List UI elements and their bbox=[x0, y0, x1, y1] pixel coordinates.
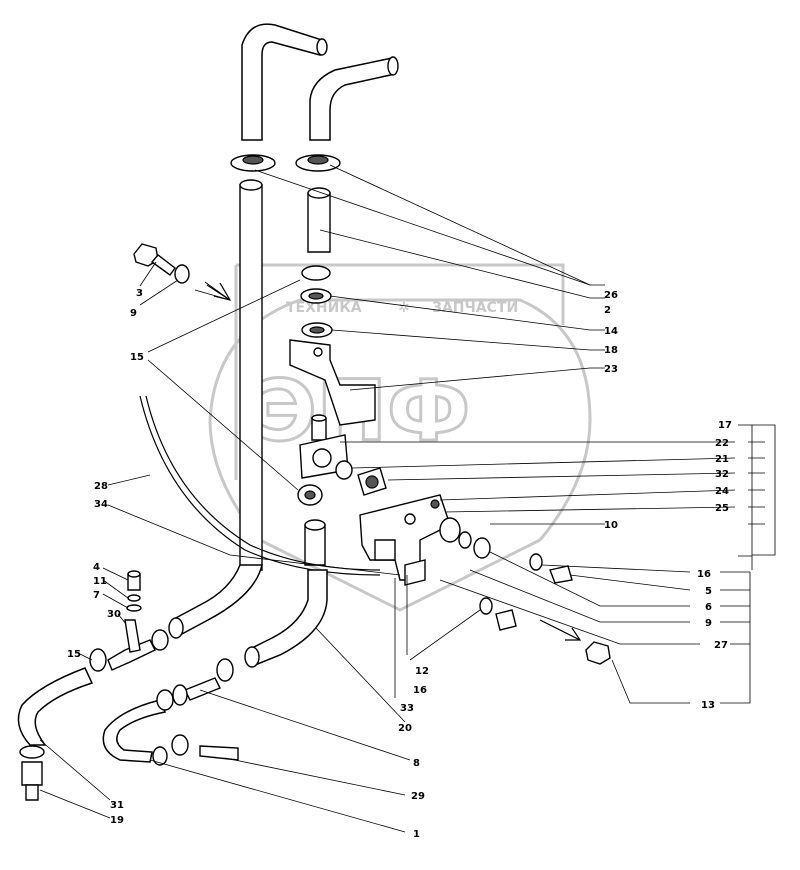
callout-13: 13 bbox=[701, 700, 715, 711]
callout-16-right: 16 bbox=[697, 569, 711, 580]
callout-2: 2 bbox=[604, 305, 611, 316]
sensor-19 bbox=[19, 745, 45, 801]
bolt-5 bbox=[549, 565, 573, 584]
callout-4: 4 bbox=[93, 562, 100, 573]
bolt-13 bbox=[585, 641, 611, 665]
callout-25: 25 bbox=[715, 503, 729, 514]
callout-11: 11 bbox=[93, 576, 107, 587]
callout-27: 27 bbox=[714, 640, 728, 651]
callout-5: 5 bbox=[705, 586, 712, 597]
callout-14: 14 bbox=[604, 326, 618, 337]
bolt-12 bbox=[495, 609, 517, 631]
callouts: 26 2 14 18 23 3 9 15 17 22 21 32 24 25 1… bbox=[67, 288, 732, 840]
hose-20 bbox=[244, 569, 328, 668]
clip-15-lower bbox=[89, 648, 107, 672]
callout-6: 6 bbox=[705, 602, 712, 613]
valve-body bbox=[299, 414, 353, 480]
grommet-left bbox=[230, 154, 276, 172]
washer-16-right bbox=[529, 553, 543, 571]
callout-10: 10 bbox=[604, 520, 618, 531]
callout-26: 26 bbox=[604, 290, 618, 301]
watermark-top-left: ТЕХНИКА bbox=[286, 300, 362, 316]
hose-left-lower bbox=[168, 564, 263, 639]
callout-9-left: 9 bbox=[130, 308, 137, 319]
callout-1: 1 bbox=[413, 829, 420, 840]
mounting-plate bbox=[359, 494, 451, 586]
callout-34: 34 bbox=[94, 499, 108, 510]
tee-30 bbox=[107, 619, 169, 671]
callout-16-lower: 16 bbox=[413, 685, 427, 696]
callout-3: 3 bbox=[136, 288, 143, 299]
hose-top-left bbox=[241, 23, 328, 141]
pipe-29 bbox=[171, 734, 239, 761]
washers-11-7 bbox=[126, 594, 142, 612]
callout-8: 8 bbox=[413, 758, 420, 769]
callout-29: 29 bbox=[411, 791, 425, 802]
callout-20: 20 bbox=[398, 723, 412, 734]
fitting-8 bbox=[156, 658, 234, 711]
callout-18: 18 bbox=[604, 345, 618, 356]
hose-31 bbox=[17, 667, 94, 746]
fitting-32 bbox=[357, 467, 387, 496]
leader-lines bbox=[39, 164, 776, 833]
hose-top-right bbox=[309, 56, 399, 141]
callout-17: 17 bbox=[718, 420, 732, 431]
callout-24: 24 bbox=[715, 486, 729, 497]
bolt-3 bbox=[133, 243, 190, 284]
watermark-gear: ✲ bbox=[398, 300, 410, 316]
callout-31: 31 bbox=[110, 800, 124, 811]
clip-15-upper bbox=[297, 484, 323, 506]
callout-22: 22 bbox=[715, 438, 729, 449]
nut-upper bbox=[300, 265, 332, 304]
washer-16-lower bbox=[479, 597, 493, 615]
pipe-stub bbox=[304, 519, 326, 566]
callout-9-right: 9 bbox=[705, 618, 712, 629]
pipe-left-long bbox=[239, 179, 263, 571]
callout-28: 28 bbox=[94, 481, 108, 492]
washer-18 bbox=[301, 322, 333, 338]
callout-23: 23 bbox=[604, 364, 618, 375]
callout-33: 33 bbox=[400, 703, 414, 714]
callout-21: 21 bbox=[715, 454, 729, 465]
callout-32: 32 bbox=[715, 469, 729, 480]
callout-12: 12 bbox=[415, 666, 429, 677]
bracket-23 bbox=[289, 339, 376, 426]
callout-15-upper: 15 bbox=[130, 352, 144, 363]
hose-1 bbox=[102, 699, 168, 766]
callout-15-lower: 15 bbox=[67, 649, 81, 660]
bolt-4 bbox=[127, 570, 141, 591]
fitting-10 bbox=[439, 517, 491, 559]
watermark-top-right: ЗАПЧАСТИ bbox=[432, 300, 518, 316]
pipe-right-short bbox=[307, 187, 331, 253]
grommet-right bbox=[295, 154, 341, 172]
callout-7: 7 bbox=[93, 590, 100, 601]
callout-19: 19 bbox=[110, 815, 124, 826]
callout-30: 30 bbox=[107, 609, 121, 620]
